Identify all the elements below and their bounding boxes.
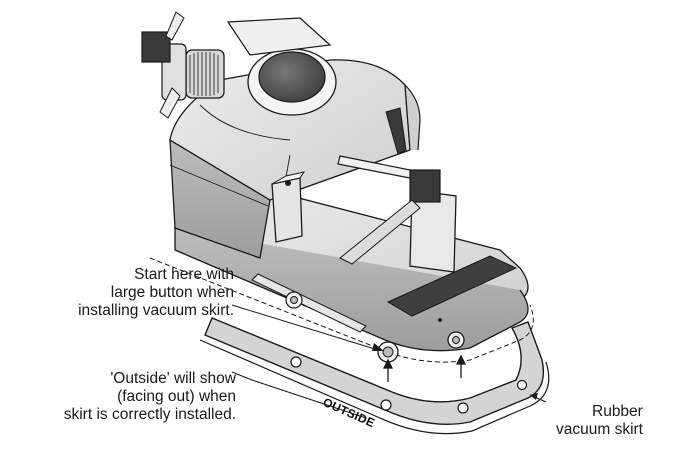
front-post-right [339, 169, 457, 273]
callout-skirt-line-1: Rubber [592, 403, 643, 420]
rear-hook [385, 107, 407, 155]
callout-rubber-skirt: Rubber vacuum skirt [556, 403, 668, 439]
callout-outside-line-3: skirt is correctly installed. [63, 406, 236, 423]
front-post-left [271, 171, 306, 243]
side-knob [141, 11, 332, 119]
clamp-knob [409, 169, 441, 203]
callout-start-line-3: installing vacuum skirt. [78, 302, 234, 319]
rear-button [285, 291, 303, 309]
callout-outside-line-1: 'Outside' will show [110, 370, 236, 387]
guide-rail [251, 273, 367, 333]
callout-outside-line-2: (facing out) when [117, 388, 236, 405]
large-button [377, 341, 399, 363]
callout-start-line-2: large button when [110, 284, 234, 301]
callout-start-line-1: Start here with [134, 266, 234, 283]
top-cap [247, 48, 337, 116]
callout-skirt-line-2: vacuum skirt [556, 421, 643, 438]
insert-arrow-icon [382, 354, 467, 382]
callout-start-here: Start here with large button when instal… [10, 266, 234, 320]
callout-outside-marking: 'Outside' will show (facing out) when sk… [10, 370, 236, 424]
small-button [447, 331, 465, 349]
